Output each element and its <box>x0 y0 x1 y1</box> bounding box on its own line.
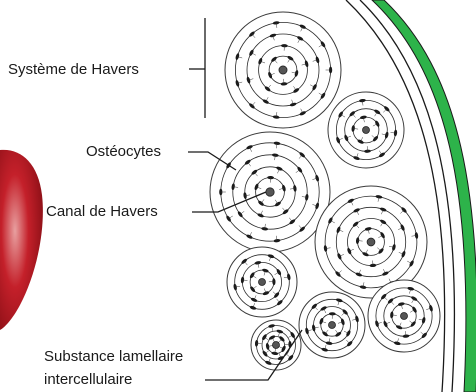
tissue-fragment <box>0 150 43 330</box>
label-interstitial-line1: Substance lamellaire <box>44 348 183 365</box>
label-osteocytes: Ostéocytes <box>86 143 161 160</box>
haversian-canal <box>367 238 375 246</box>
label-interstitial-line2: intercellulaire <box>44 371 132 388</box>
osteon <box>368 280 440 352</box>
osteon <box>210 132 330 252</box>
haversian-canal <box>273 342 280 349</box>
haversian-canal <box>279 66 287 74</box>
haversian-canal <box>266 188 274 196</box>
haversian-canal <box>363 127 370 134</box>
label-haversian-canal: Canal de Havers <box>46 203 158 220</box>
osteon <box>251 320 301 370</box>
osteon <box>299 292 365 358</box>
label-haversian-system: Système de Havers <box>8 61 139 78</box>
haversian-canal <box>401 313 408 320</box>
osteon <box>225 12 341 128</box>
osteon-group <box>210 12 440 370</box>
osteon <box>227 247 297 317</box>
haversian-canal <box>259 279 266 286</box>
haversian-canal <box>329 322 336 329</box>
osteon <box>328 92 404 168</box>
